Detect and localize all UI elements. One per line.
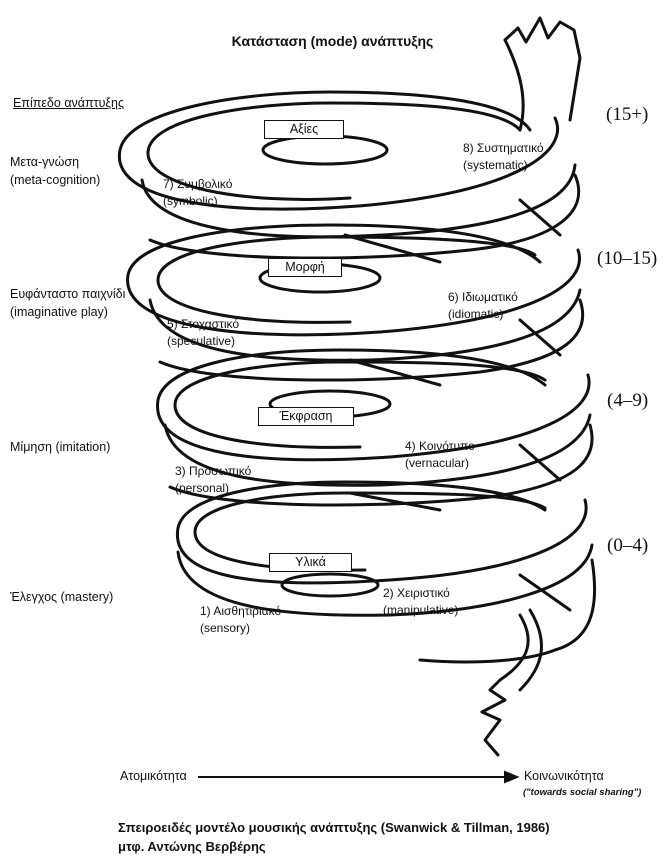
box-expression: Έκφραση bbox=[258, 407, 354, 426]
axis-label-individuality: Ατομικότητα bbox=[120, 769, 187, 783]
mode-5-speculative: 5) Στοχαστικό(speculative) bbox=[167, 317, 240, 348]
spiral-band-1 bbox=[117, 90, 560, 211]
age-label-10-15: (10–15) bbox=[597, 248, 658, 269]
age-label-4-9: (4–9) bbox=[607, 390, 649, 411]
mode-4-vernacular: 4) Κοινότυπο(vernacular) bbox=[405, 439, 475, 470]
mode-8-systematic: 8) Συστηματικό(systematic) bbox=[463, 141, 544, 172]
mode-2-manipulative: 2) Χειριστικό(manipulative) bbox=[383, 586, 459, 617]
mode-3-personal: 3) Προσωπικό(personal) bbox=[175, 464, 252, 495]
box-form: Μορφή bbox=[268, 258, 342, 277]
box-values: Αξίες bbox=[264, 120, 344, 139]
spiral-band-4 bbox=[168, 423, 594, 507]
mode-7-symbolic: 7) Συμβολικό(symbolic) bbox=[163, 177, 233, 208]
age-label-0-4: (0–4) bbox=[607, 535, 649, 556]
diagram-title: Κατάσταση (mode) ανάπτυξης bbox=[231, 33, 434, 49]
spiral-bottom-end bbox=[418, 558, 597, 664]
spiral-band-2 bbox=[148, 173, 581, 260]
axis-note-social-sharing: ("towards social sharing") bbox=[523, 787, 642, 798]
figure-caption: Σπειροειδές μοντέλο μουσικής ανάπτυξης (… bbox=[118, 820, 550, 854]
levels-heading: Επίπεδο ανάπτυξης bbox=[13, 96, 124, 110]
level-label-imitation: Μίμηση (imitation) bbox=[10, 440, 111, 454]
axis-arrow bbox=[198, 770, 520, 784]
level-label-metacognition: Μετα-γνώση(meta-cognition) bbox=[10, 155, 101, 187]
axis-label-sociality: Κοινωνικότητα bbox=[524, 769, 604, 783]
mode-6-idiomatic: 6) Ιδιωματικό(idiomatic) bbox=[448, 290, 518, 321]
spiral-top-end bbox=[503, 16, 582, 122]
level-label-mastery: Έλεγχος (mastery) bbox=[10, 590, 114, 604]
age-label-15plus: (15+) bbox=[606, 104, 649, 125]
mode-1-sensory: 1) Αισθητιριακό(sensory) bbox=[200, 604, 282, 635]
level-label-imaginative-play: Ευφάνταστο παιχνίδι(imaginative play) bbox=[10, 287, 126, 319]
box-materials: Υλικά bbox=[269, 553, 352, 572]
